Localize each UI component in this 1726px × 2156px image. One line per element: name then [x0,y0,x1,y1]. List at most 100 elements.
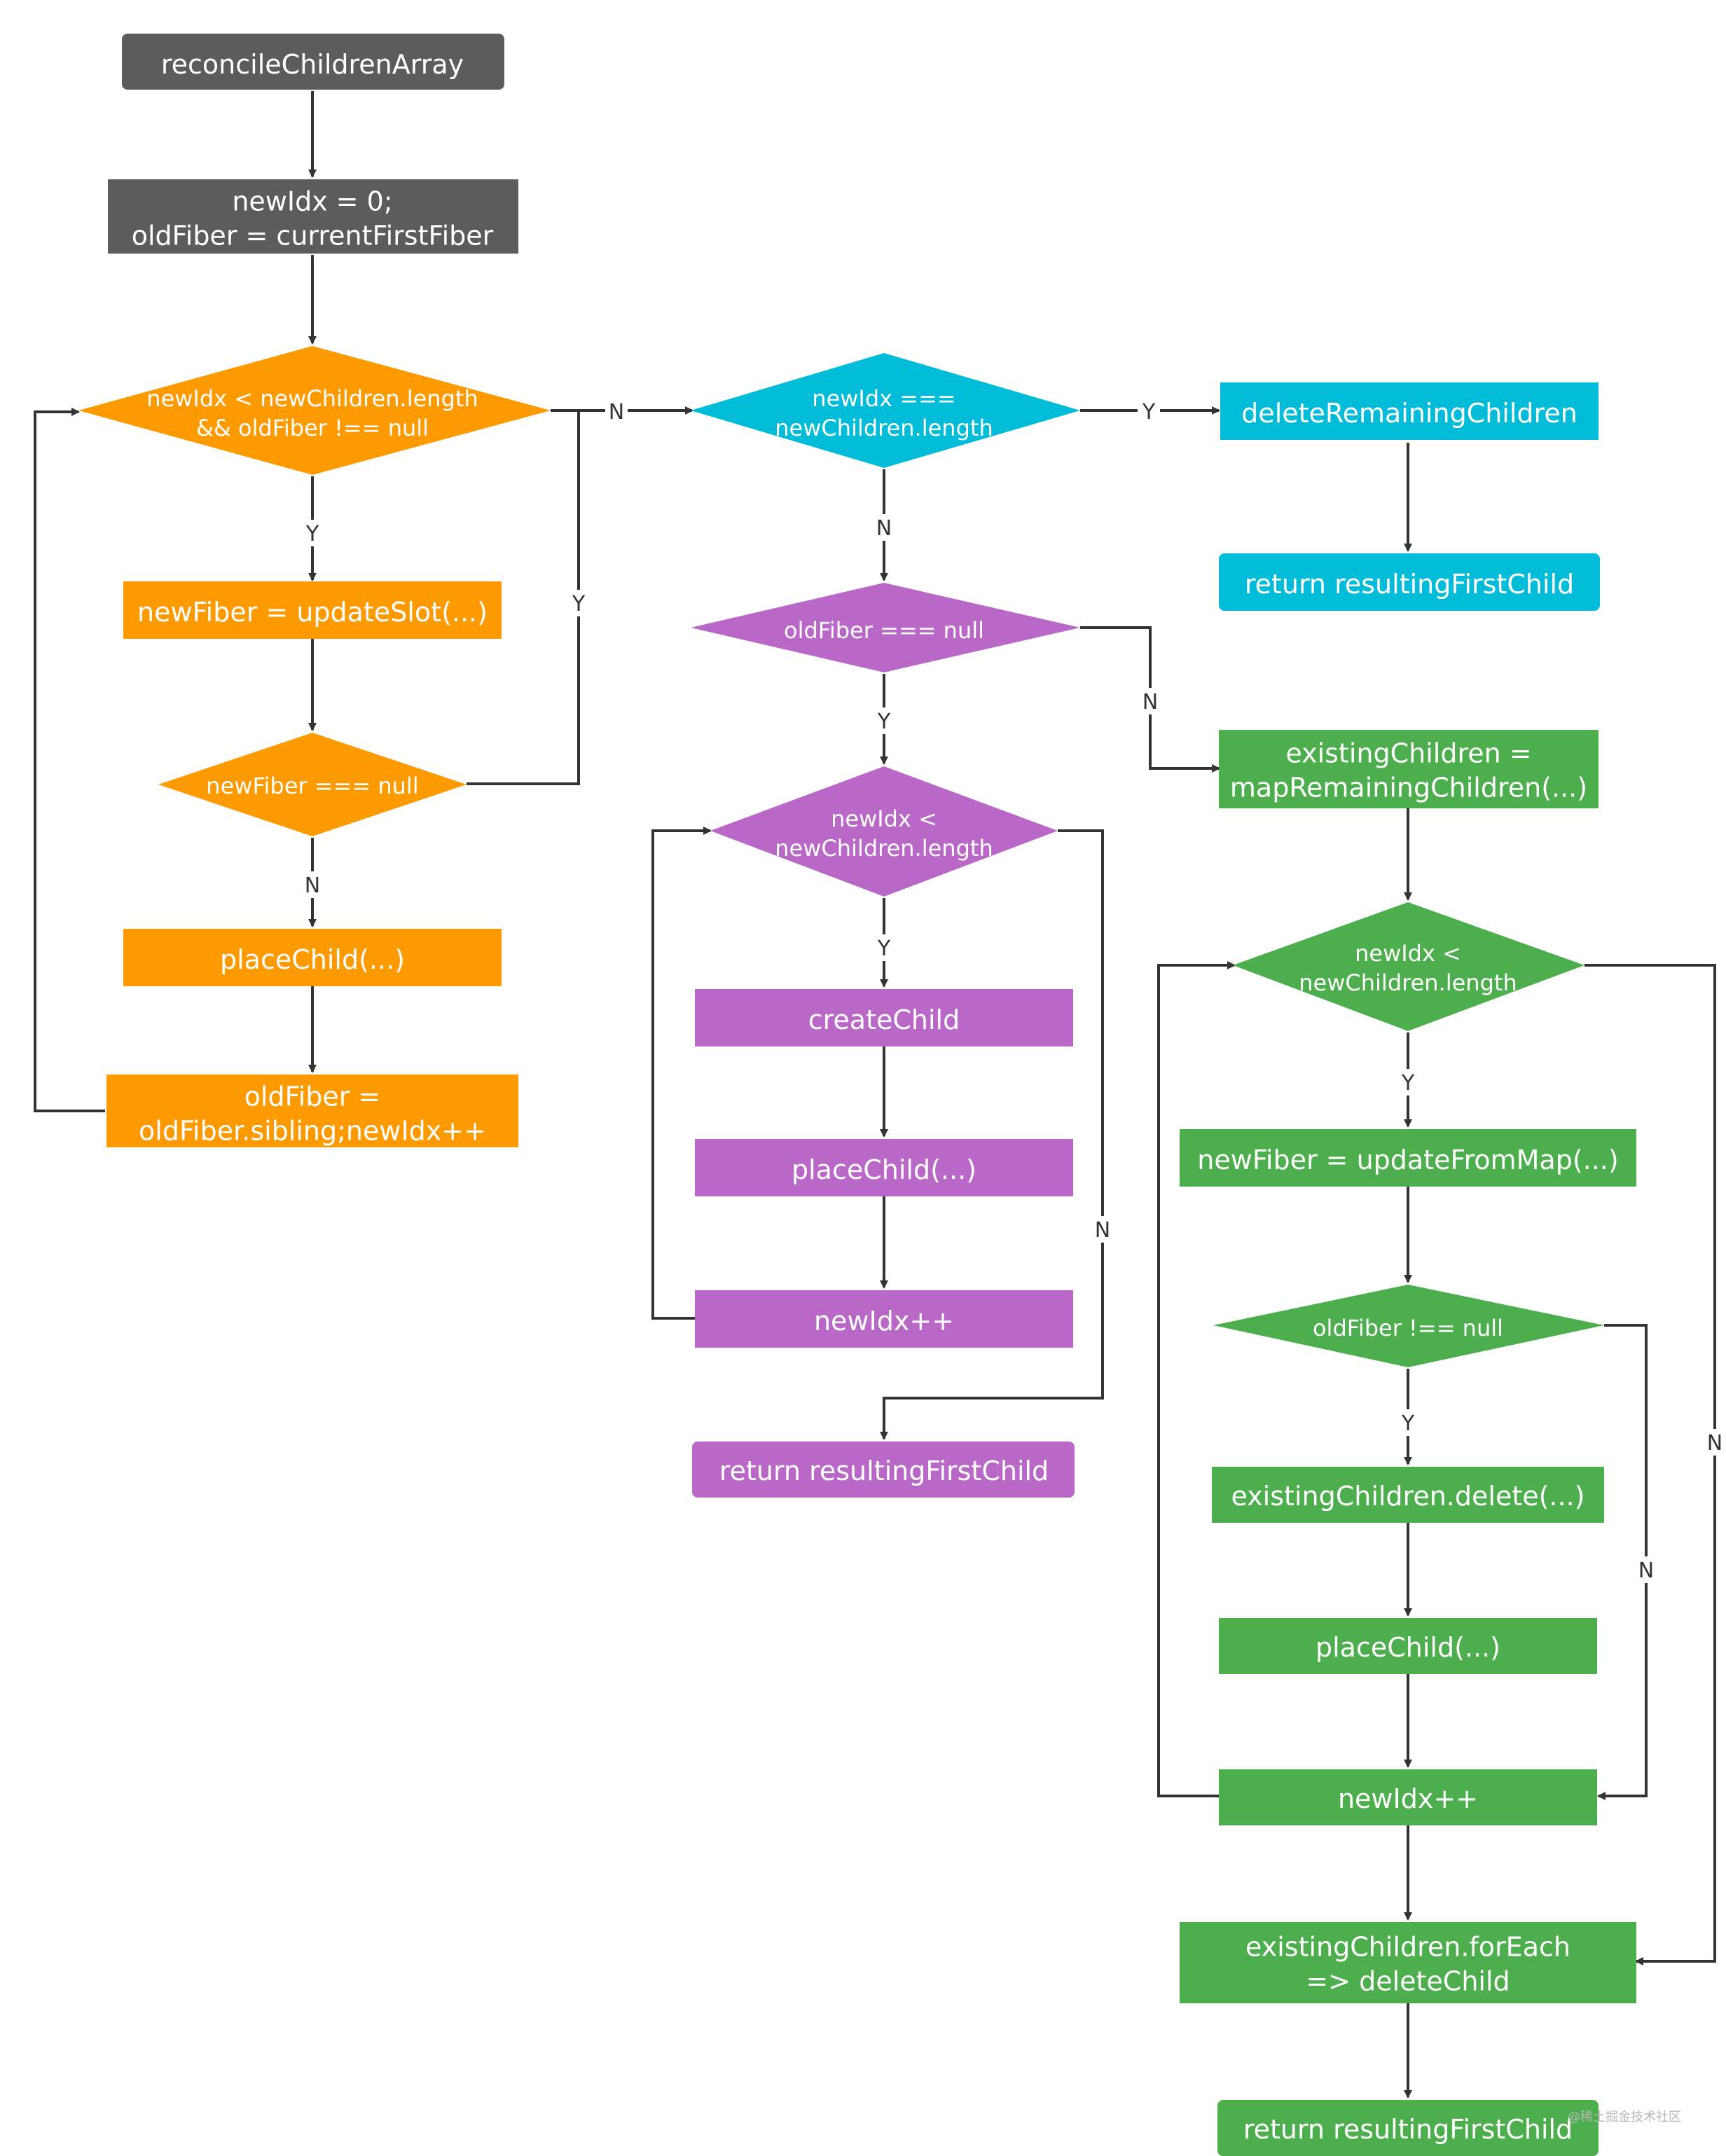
node-return-3 [1217,2100,1599,2156]
node-create-child [695,989,1073,1046]
node-label-line: return resultingFirstChild [1243,2114,1573,2145]
node-place-child-2 [695,1139,1073,1196]
node-init [108,179,518,254]
node-start-label: reconcileChildrenArray [161,49,464,80]
node-label-line: newChildren.length [1299,969,1517,996]
nodes: reconcileChildrenArray newIdx = 0; oldFib… [78,34,1636,2156]
node-newfiber-null [158,733,467,836]
node-existing-delete-label: existingChildren.delete(...) [1231,1481,1585,1512]
edge-label-eq-no: N [876,516,892,541]
node-label-line: reconcileChildrenArray [161,49,464,80]
node-idx-eq-len-label: newIdx === newChildren.length [775,385,993,441]
node-label-line: newIdx === [812,385,955,412]
edge-loop3-no [1585,964,1716,1965]
node-label-line: newFiber = updateFromMap(...) [1197,1145,1618,1175]
node-label-line: newFiber = updateSlot(...) [137,597,488,628]
node-loop2-condition [710,766,1058,897]
node-place-child-3-label: placeChild(...) [1316,1632,1500,1663]
node-advance-old-label: oldFiber = oldFiber.sibling;newIdx++ [139,1081,486,1146]
node-idx-eq-len [691,353,1080,468]
node-update-from-map [1180,1129,1636,1187]
node-inc-3-label: newIdx++ [1338,1783,1478,1814]
edge-inc2-loopback [651,827,712,1320]
node-label-line: oldFiber === null [784,617,984,644]
node-label-line: newIdx < [1355,940,1461,967]
node-oldfiber-not-null-label: oldFiber !== null [1313,1315,1503,1341]
node-place-child-1-label: placeChild(...) [220,944,405,975]
node-update-slot [123,581,502,639]
edge-label-loop2-yes: Y [877,937,891,961]
node-create-child-label: createChild [808,1004,960,1035]
node-label-line: mapRemainingChildren(...) [1230,773,1587,803]
node-label-line: && oldFiber !== null [196,415,429,441]
node-update-slot-label: newFiber = updateSlot(...) [137,597,488,628]
node-label-line: createChild [808,1004,960,1035]
node-start [122,34,504,90]
node-place-child-2-label: placeChild(...) [792,1154,976,1185]
edge-label-loop3-yes: Y [1401,1071,1415,1096]
edge-label-oldnull-yes: Y [877,710,891,734]
node-label-line: existingChildren.delete(...) [1231,1481,1585,1512]
edge-label-oldnull-no: N [1142,690,1158,714]
node-map-remaining [1219,730,1599,808]
node-label-line: newChildren.length [775,415,993,441]
node-label-line: oldFiber.sibling;newIdx++ [139,1116,486,1147]
node-oldfiber-not-null [1213,1285,1604,1367]
node-return-3-label: return resultingFirstChild [1243,2114,1573,2145]
edge-label-loop2-no: N [1095,1218,1110,1243]
edge-advance-loopback [34,408,105,1112]
node-label-line: placeChild(...) [792,1154,976,1185]
node-label-line: deleteRemainingChildren [1241,398,1577,429]
node-loop2-condition-label: newIdx < newChildren.length [775,806,993,862]
node-label-line: newChildren.length [775,835,993,862]
edge-label-notnull-yes: Y [1401,1411,1415,1436]
node-label-line: existingChildren.forEach [1245,1931,1570,1962]
edge-label-loop1-no: N [609,400,624,424]
node-delete-remaining [1220,382,1599,440]
edge-label-notnull-no: N [1638,1559,1654,1583]
node-label-line: return resultingFirstChild [719,1456,1049,1486]
node-label-line: placeChild(...) [1316,1632,1500,1663]
node-map-remaining-label: existingChildren = mapRemainingChildren(.… [1230,738,1587,803]
node-label-line: newIdx < [831,806,937,832]
node-label-line: newIdx++ [1338,1783,1478,1814]
edge-label-loop3-no: N [1707,1431,1722,1456]
node-label-line: newIdx++ [814,1306,954,1336]
node-advance-old [106,1074,518,1147]
node-oldfiber-null [691,583,1080,672]
node-label-line: oldFiber = currentFirstFiber [132,221,494,251]
edge-loop2-no [880,829,1104,1440]
node-label-line: placeChild(...) [220,944,405,975]
edge-label-null-no: N [305,873,320,898]
node-return-2-label: return resultingFirstChild [719,1456,1049,1486]
node-foreach-delete [1180,1922,1636,2003]
node-loop1-condition [78,346,551,475]
node-place-child-1 [123,929,502,986]
node-label-line: return resultingFirstChild [1245,569,1574,600]
node-inc-2-label: newIdx++ [814,1306,954,1336]
node-label-line: => deleteChild [1306,1966,1510,1997]
node-label-line: existingChildren = [1285,738,1531,768]
node-init-label: newIdx = 0; oldFiber = currentFirstFiber [132,186,494,251]
node-place-child-3 [1219,1618,1597,1674]
node-return-2 [692,1442,1075,1498]
node-label-line: oldFiber !== null [1313,1315,1503,1341]
node-update-from-map-label: newFiber = updateFromMap(...) [1197,1145,1618,1175]
edge-null-yes [467,410,580,785]
node-label-line: newIdx = 0; [232,186,392,216]
node-oldfiber-null-label: oldFiber === null [784,617,984,644]
node-label-line: oldFiber = [244,1081,381,1112]
edge-inc3-loopback [1157,961,1236,1797]
node-label-line: newIdx < newChildren.length [146,385,478,412]
node-newfiber-null-label: newFiber === null [206,773,418,799]
node-loop3-condition-label: newIdx <newChildren.length [1299,940,1517,996]
node-loop1-condition-label: newIdx < newChildren.length && oldFiber !… [146,385,478,441]
node-delete-remaining-label: deleteRemainingChildren [1241,398,1577,429]
watermark: @稀土掘金技术社区 [1568,2110,1681,2124]
node-return-1-label: return resultingFirstChild [1245,569,1574,600]
node-label-line: newFiber === null [206,773,418,799]
node-loop3-condition [1233,902,1585,1031]
edge-label-eq-yes: Y [1142,400,1156,424]
node-foreach-delete-label: existingChildren.forEach => deleteChild [1245,1931,1570,1996]
